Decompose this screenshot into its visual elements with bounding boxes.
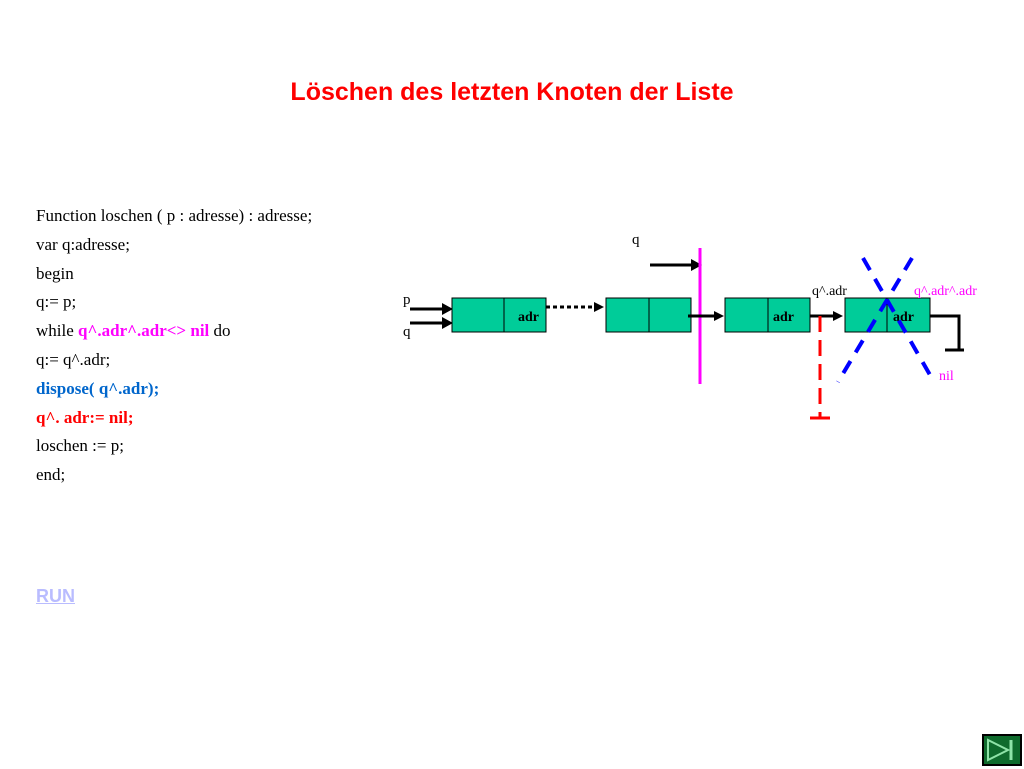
node-1-field: adr [518, 310, 539, 325]
label-q-adr-adr: q^.adr^.adr [914, 284, 977, 299]
code-line-4: q:= p; [36, 292, 77, 312]
code-line-8: q^. adr:= nil; [36, 407, 134, 427]
run-link[interactable]: RUN [36, 586, 75, 606]
code-line-9: loschen := p; [36, 436, 124, 456]
blue-cross-mark [836, 256, 932, 384]
label-nil: nil [939, 369, 954, 384]
list-node-3: adr [724, 297, 811, 333]
p-arrow [410, 303, 453, 315]
q-arrow [410, 317, 453, 329]
code-line-5-prefix: while [36, 321, 79, 341]
code-line-5-condition: q^.adr^.adr<> nil [78, 321, 210, 341]
label-q: q [403, 324, 411, 340]
red-nil-pointer [810, 316, 830, 420]
slide-title: Löschen des letzten Knoten der Liste [290, 78, 734, 106]
label-q-adr: q^.adr [812, 284, 847, 299]
code-line-3: begin [36, 263, 74, 283]
code-line-5-suffix: do [209, 321, 231, 341]
list-node-1: adr [451, 297, 547, 333]
label-q-top: q [632, 232, 640, 248]
label-p: p [403, 292, 411, 308]
code-line-2: var q:adresse; [36, 234, 130, 254]
dotted-link-arrow [546, 302, 604, 312]
q-top-arrow [650, 259, 702, 271]
code-line-6: q:= q^.adr; [36, 349, 111, 369]
end-show-icon [987, 738, 1013, 762]
list-node-2 [605, 297, 692, 333]
node-4-field: adr [893, 310, 914, 325]
code-block: Function loschen ( p : adresse) : adress… [36, 202, 312, 490]
link-arrow-3-4 [810, 311, 843, 321]
node-3-field: adr [773, 310, 794, 325]
link-arrow-2-3 [688, 311, 724, 321]
code-line-5: while q^.adr^.adr<> nil do [36, 317, 312, 346]
end-show-button[interactable] [982, 734, 1022, 766]
code-line-7: dispose( q^.adr); [36, 378, 160, 398]
code-line-10: end; [36, 465, 66, 485]
code-line-1: Function loschen ( p : adresse) : adress… [36, 206, 313, 225]
nil-terminator [930, 314, 964, 352]
